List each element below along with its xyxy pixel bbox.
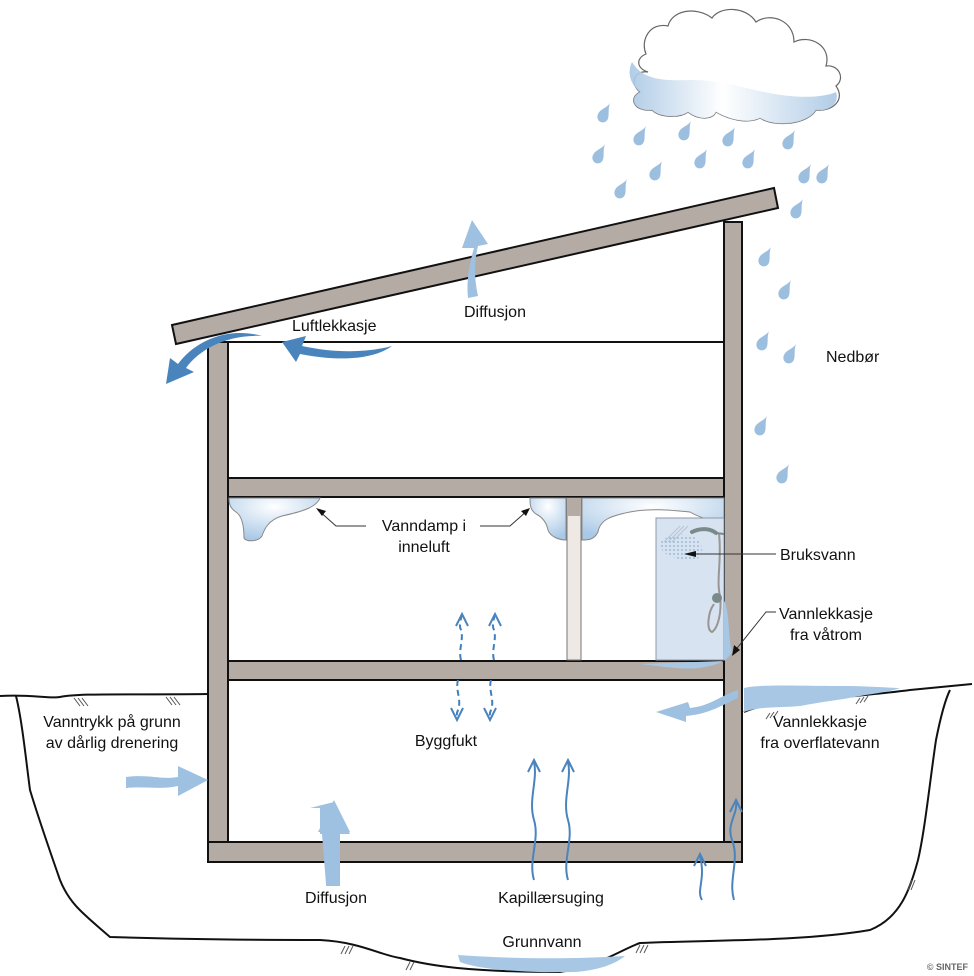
label-diffusjon-ground: Diffusjon	[305, 890, 367, 907]
label-vanntrykk-1: Vanntrykk på grunn	[43, 713, 181, 731]
building-section	[170, 186, 780, 863]
indoor-vapor	[228, 497, 725, 542]
water-pressure-arrow	[126, 766, 208, 796]
label-vanndamp-1: Vanndamp i	[382, 518, 466, 535]
building-moisture-arrows	[450, 611, 502, 723]
raindrop-icon	[678, 121, 691, 141]
label-diffusjon-roof: Diffusjon	[464, 304, 526, 321]
label-vannlekkasje-vatrom-1: Vannlekkasje	[779, 606, 873, 623]
ground-surface	[0, 683, 973, 974]
raindrop-icon	[649, 161, 662, 181]
raindrop-icon	[778, 280, 791, 300]
raindrop-icon	[758, 247, 771, 267]
label-vanntrykk-2: av dårlig drenering	[46, 734, 179, 752]
label-vannlekkasje-overflate-2: fra overflatevann	[760, 735, 879, 752]
label-vanndamp-2: inneluft	[398, 539, 450, 556]
raindrop-icon	[597, 103, 610, 123]
roof-diffusion-arrow	[462, 220, 488, 298]
raindrop-icon	[756, 331, 769, 351]
surface-leak-arrow	[656, 690, 738, 722]
raindrop-icon	[614, 179, 627, 199]
air-leak-arrow-inner	[282, 336, 392, 362]
rain-cloud-icon	[629, 8, 841, 125]
attic-room	[227, 341, 725, 479]
raindrop-icon	[790, 199, 803, 219]
basement-room	[227, 679, 725, 843]
precipitation-drops	[592, 103, 829, 484]
label-vannlekkasje-vatrom-2: fra våtrom	[790, 626, 862, 644]
raindrop-icon	[742, 149, 755, 169]
label-nedbor: Nedbør	[826, 349, 880, 366]
raindrop-icon	[798, 164, 811, 184]
raindrop-icon	[722, 127, 735, 147]
groundwater-pool	[458, 955, 625, 973]
raindrop-icon	[694, 149, 707, 169]
label-bruksvann: Bruksvann	[780, 547, 856, 564]
upper-room	[227, 496, 725, 662]
raindrop-icon	[783, 344, 796, 364]
raindrop-icon	[754, 416, 767, 436]
partition-wall	[566, 497, 582, 661]
air-leak-arrow-outer	[166, 332, 262, 384]
raindrop-icon	[776, 464, 789, 484]
label-grunnvann: Grunnvann	[502, 934, 581, 951]
label-vannlekkasje-overflate-1: Vannlekkasje	[773, 714, 867, 731]
capillary-arrows	[527, 757, 743, 901]
raindrop-icon	[633, 126, 646, 146]
label-kapillaersuging: Kapillærsuging	[498, 890, 604, 907]
copyright-notice: © SINTEF	[927, 962, 969, 972]
label-byggfukt: Byggfukt	[415, 733, 478, 750]
raindrop-icon	[782, 130, 795, 150]
label-luftlekkasje: Luftlekkasje	[292, 318, 377, 335]
raindrop-icon	[816, 164, 829, 184]
surface-water	[744, 685, 900, 712]
raindrop-icon	[592, 144, 605, 164]
leader-lines	[316, 508, 776, 656]
